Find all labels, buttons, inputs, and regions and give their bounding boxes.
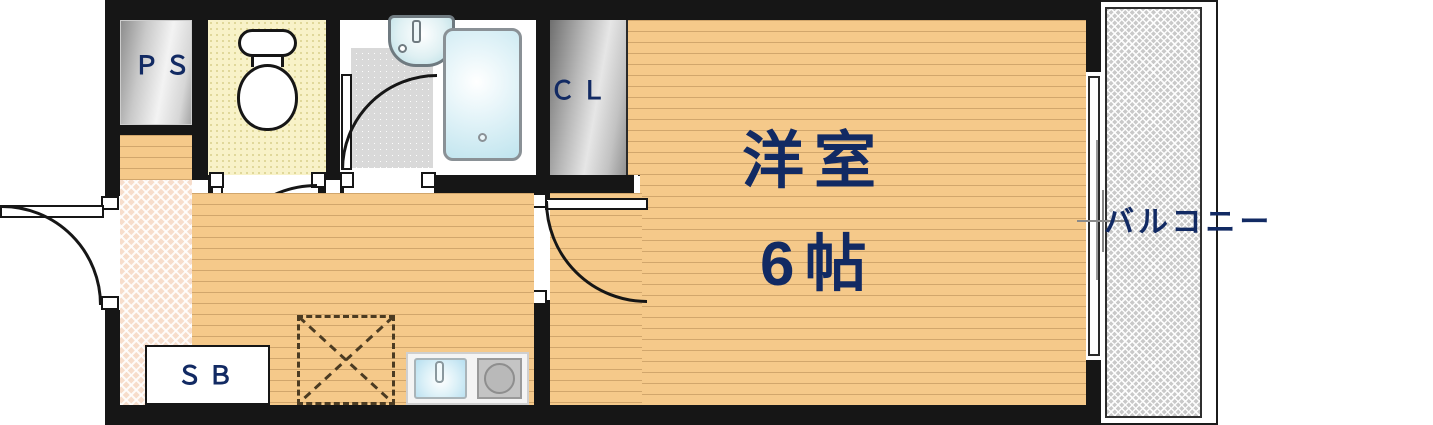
balcony-label: バルコニー: [1104, 206, 1274, 239]
balcony-leader-vertical: [1102, 190, 1104, 252]
bath-door-opening: [344, 175, 434, 193]
room-main-floor: [640, 20, 1086, 405]
entrance-opening: [105, 196, 120, 310]
room-door-opening: [534, 200, 550, 300]
entrance-door-swing-arc: [2, 205, 102, 305]
bathtub-drain: [478, 133, 487, 142]
entrance-jamb-bottom: [101, 296, 119, 310]
toilet-bowl: [237, 64, 298, 131]
toilet-neck: [251, 57, 284, 67]
wall-left-lower: [105, 310, 120, 425]
wall-bath-right: [536, 0, 550, 193]
wall-ps-right: [192, 0, 208, 180]
room-pipe-shaft: [120, 20, 192, 125]
wall-toilet-bath: [326, 0, 340, 180]
lavatory-faucet: [412, 20, 421, 43]
stove-burner-icon: [484, 363, 515, 394]
kitchen-faucet: [435, 361, 444, 383]
closet-label: ＣＬ: [550, 77, 613, 105]
balcony-floor: [1105, 7, 1202, 418]
wall-left-upper: [105, 0, 120, 196]
room-closet: [550, 20, 628, 175]
wall-closet-bottom: [550, 175, 634, 193]
toilet-tank: [238, 29, 297, 57]
genkan-step-wood: [120, 135, 192, 180]
main-room-name-label: 洋室: [742, 127, 887, 196]
bath-jamb-right: [421, 172, 436, 188]
balcony-slider-track: [1096, 140, 1098, 280]
washer-space: [297, 315, 395, 405]
washer-space-cross-icon: [297, 315, 395, 405]
room-main-floor-left-strip: [628, 20, 642, 175]
wall-top: [105, 0, 1101, 20]
bath-jamb-left: [340, 172, 354, 188]
main-room-size-label: 6帖: [760, 230, 877, 299]
wall-ps-bottom: [120, 125, 192, 135]
lavatory-drain: [398, 44, 407, 53]
shoe-box-label: ＳＢ: [177, 362, 240, 390]
balcony-slider-panel[interactable]: [1088, 76, 1100, 356]
wall-bottom: [105, 405, 1101, 425]
entrance-jamb-top: [101, 196, 119, 210]
shoe-box: [145, 345, 270, 405]
pipe-shaft-label: ＰＳ: [134, 52, 197, 80]
